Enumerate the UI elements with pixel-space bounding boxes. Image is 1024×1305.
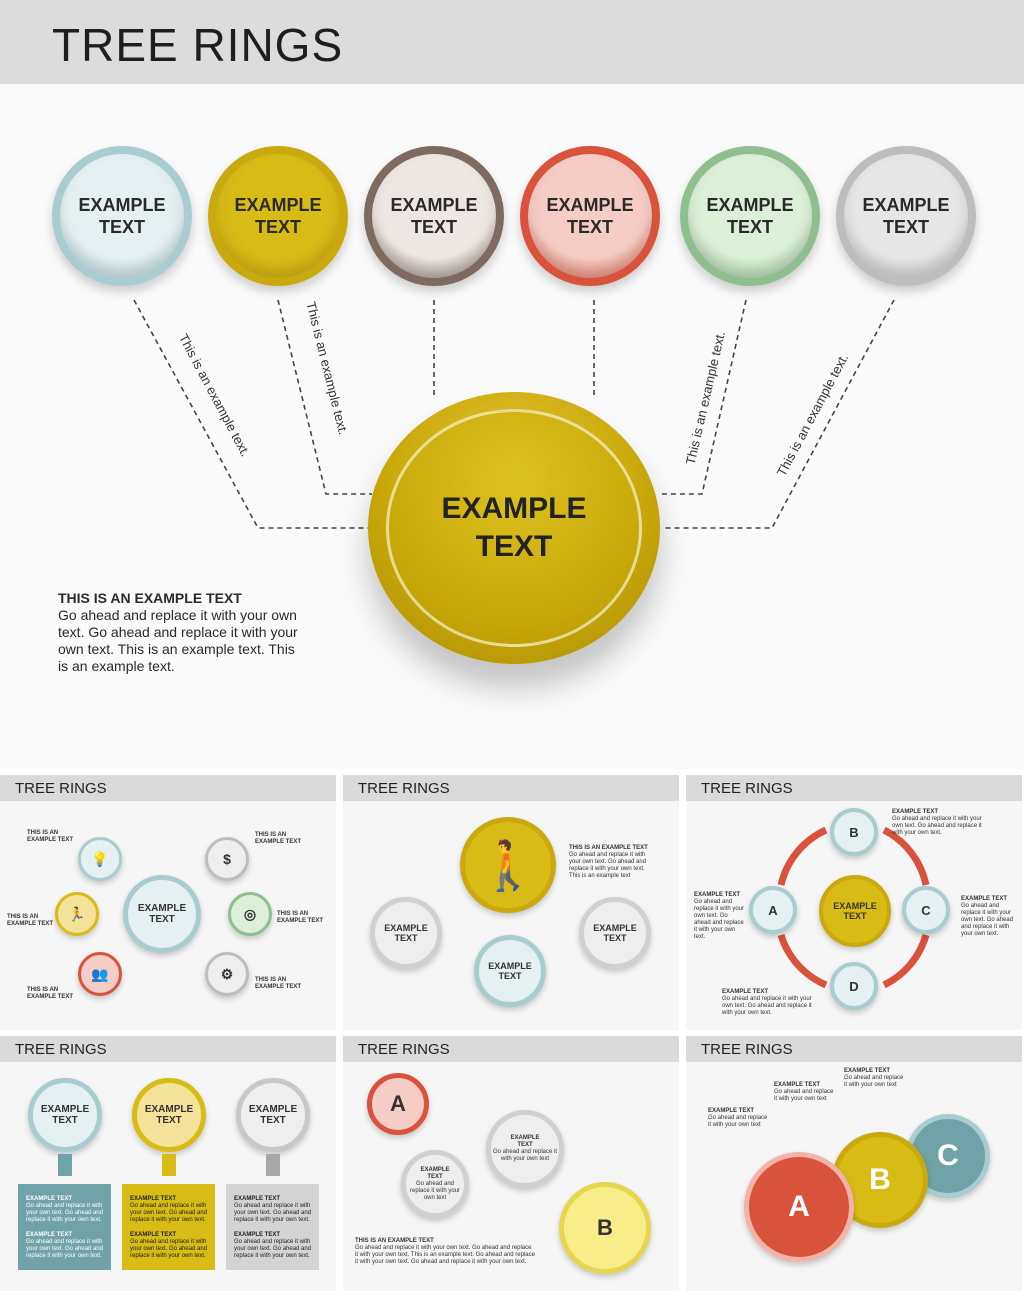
thumb1-label-1: THIS IS AN EXAMPLE TEXT [27,830,74,843]
cycle-arrow-3 [882,933,930,989]
thumbnail-title: TREE RINGS [358,1041,450,1058]
hero-ring-6: EXAMPLE TEXT [836,146,976,286]
thumbnail-title: TREE RINGS [15,1041,107,1058]
thumbnail-title: TREE RINGS [15,780,107,797]
thumbnail-title-bar [686,1036,1022,1062]
hero-ring-label: EXAMPLE TEXT [390,195,478,237]
ring-b: B [559,1182,651,1274]
ring-a: A [367,1073,429,1135]
thumb1-label-4: THIS IS AN EXAMPLE TEXT [255,832,302,845]
thumb2-right-ring: EXAMPLE TEXT [579,897,651,969]
thumbnail-title: TREE RINGS [701,1041,793,1058]
center-ring: EXAMPLE TEXT [368,392,660,664]
thumb3-center-ring: EXAMPLE TEXT [819,875,891,947]
center-ring-inner: EXAMPLE TEXT [386,409,642,647]
hero-ring-2: EXAMPLE TEXT [208,146,348,286]
thumbnail-1[interactable]: TREE RINGS EXAMPLE TEXT 💡 🏃 👥 $ ◎ ⚙ THIS… [0,775,336,1030]
thumb2-bottom-ring: EXAMPLE TEXT [474,935,546,1007]
thumbnail-title: TREE RINGS [701,780,793,797]
thumbnail-title-bar [0,1036,336,1062]
money-icon: $ [205,837,249,881]
connector-line-2 [277,299,372,495]
thumbnail-4[interactable]: TREE RINGS EXAMPLE TEXT EXAMPLE TEXT EXA… [0,1036,336,1291]
thumb1-center-ring: EXAMPLE TEXT [123,875,201,953]
thumb1-label-2: THIS IS AN EXAMPLE TEXT [7,914,54,927]
center-ring-label: EXAMPLE TEXT [441,492,587,563]
hero-ring-label: EXAMPLE TEXT [546,195,634,237]
thumbnail-title-bar [343,775,679,801]
thumbnail-title-bar [343,1036,679,1062]
thumb2-left-ring: EXAMPLE TEXT [370,897,442,969]
cycle-arrow-2 [882,826,930,886]
hero-ring-label: EXAMPLE TEXT [234,195,322,237]
connector-line-5 [658,299,747,495]
ring-c: C [902,886,950,934]
idea-icon: 💡 [78,837,122,881]
connector-lines [133,299,895,529]
gears-icon: ⚙ [205,952,249,996]
thumb4-ring-1: EXAMPLE TEXT [28,1078,102,1152]
down-arrow-icon [58,1154,72,1176]
side-text-block: THIS IS AN EXAMPLE TEXT Go ahead and rep… [58,590,308,675]
runner-icon: 🏃 [55,892,99,936]
down-arrow-icon [266,1154,280,1176]
team-icon: 👥 [78,952,122,996]
thumb4-ring-3: EXAMPLE TEXT [236,1078,310,1152]
thumbnail-2[interactable]: TREE RINGS 🚶 EXAMPLE TEXT EXAMPLE TEXT E… [343,775,679,1030]
hero-ring-5: EXAMPLE TEXT [680,146,820,286]
target-icon: ◎ [228,892,272,936]
hero-ring-4: EXAMPLE TEXT [520,146,660,286]
thumbnail-title-bar [686,775,1022,801]
ring-b: B [830,808,878,856]
cycle-arrows [777,826,930,989]
thumbnail-title: TREE RINGS [358,780,450,797]
side-text-heading: THIS IS AN EXAMPLE TEXT [58,590,242,606]
hero-title: TREE RINGS [52,19,344,71]
ring-a: A [749,886,797,934]
thumbnail-title-bar [0,775,336,801]
ring-d: D [830,962,878,1010]
thumb1-label-5: THIS IS AN EXAMPLE TEXT [277,911,324,924]
cycle-arrow-1 [777,826,828,886]
cycle-arrow-4 [777,933,828,989]
thumb1-label-6: THIS IS AN EXAMPLE TEXT [255,977,302,990]
thumbnail-3[interactable]: TREE RINGS EXAMPLE TEXT B A C D EXAMPLE … [686,775,1022,1030]
hero-ring-label: EXAMPLE TEXT [706,195,794,237]
person-icon: 🚶 [460,817,556,913]
ring-a: A [744,1152,854,1262]
hero-ring-1: EXAMPLE TEXT [52,146,192,286]
side-text-body: Go ahead and replace it with your own te… [58,607,298,674]
down-arrow-icon [162,1154,176,1176]
hero-ring-label: EXAMPLE TEXT [78,195,166,237]
thumb4-ring-2: EXAMPLE TEXT [132,1078,206,1152]
thumb1-label-3: THIS IS AN EXAMPLE TEXT [27,987,74,1000]
hero-slide: TREE RINGS EXAMPLE TEXT EXAMPLE TEXT EXAMP… [0,0,1024,675]
hero-ring-3: EXAMPLE TEXT [364,146,504,286]
hero-ring-label: EXAMPLE TEXT [862,195,950,237]
hero-title-bar [0,0,1024,84]
